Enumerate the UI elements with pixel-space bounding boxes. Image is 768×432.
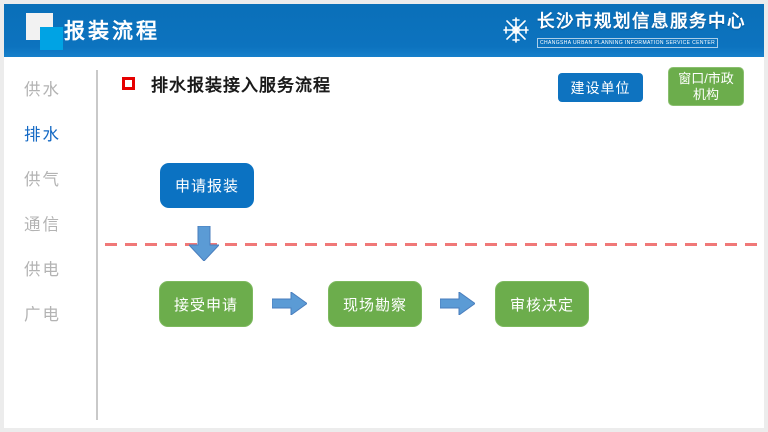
right-arrow-icon bbox=[440, 292, 475, 315]
sidebar-item-gas[interactable]: 供气 bbox=[24, 171, 61, 189]
org-name-cn: 长沙市规划信息服务中心 bbox=[537, 11, 746, 31]
sidebar-nav: 供水 排水 供气 通信 供电 广电 bbox=[24, 68, 84, 338]
legend-window-agency-line2: 机构 bbox=[692, 86, 719, 102]
sidebar-item-power[interactable]: 供电 bbox=[24, 261, 61, 279]
flow-node-accept: 接受申请 bbox=[159, 281, 253, 327]
sidebar-item-water-supply[interactable]: 供水 bbox=[24, 81, 61, 99]
section-title-row: 排水报装接入服务流程 bbox=[122, 70, 331, 96]
sidebar-item-broadcast[interactable]: 广电 bbox=[24, 306, 61, 324]
header-bar: 报装流程 长沙市规划信息服务中心 CHANGSHA URBAN PLANNING bbox=[0, 0, 768, 57]
org-text: 长沙市规划信息服务中心 CHANGSHA URBAN PLANNING INFO… bbox=[537, 11, 746, 49]
red-square-bullet-icon bbox=[122, 76, 135, 90]
right-arrow-icon bbox=[272, 292, 307, 315]
vertical-divider bbox=[96, 70, 98, 420]
snowflake-emblem-icon bbox=[503, 17, 529, 43]
page-title: 报装流程 bbox=[64, 20, 160, 43]
section-title: 排水报装接入服务流程 bbox=[151, 75, 331, 95]
logo-blue-square bbox=[40, 27, 63, 50]
legend-construction-unit-button[interactable]: 建设单位 bbox=[558, 73, 643, 102]
dashed-separator-line bbox=[105, 243, 768, 246]
legend-window-agency-button[interactable]: 窗口/市政 机构 bbox=[668, 67, 744, 106]
flow-node-survey: 现场勘察 bbox=[328, 281, 422, 327]
sidebar-item-drainage[interactable]: 排水 bbox=[24, 126, 61, 144]
org-name-en: CHANGSHA URBAN PLANNING INFORMATION SERV… bbox=[537, 38, 719, 48]
flow-node-apply: 申请报装 bbox=[160, 163, 254, 208]
sidebar-item-telecom[interactable]: 通信 bbox=[24, 216, 61, 234]
down-arrow-icon bbox=[189, 226, 219, 261]
legend-window-agency-line1: 窗口/市政 bbox=[678, 70, 734, 86]
flow-node-decision: 审核决定 bbox=[495, 281, 589, 327]
logo-mark-icon bbox=[26, 13, 64, 51]
org-branding: 长沙市规划信息服务中心 CHANGSHA URBAN PLANNING INFO… bbox=[502, 11, 746, 49]
